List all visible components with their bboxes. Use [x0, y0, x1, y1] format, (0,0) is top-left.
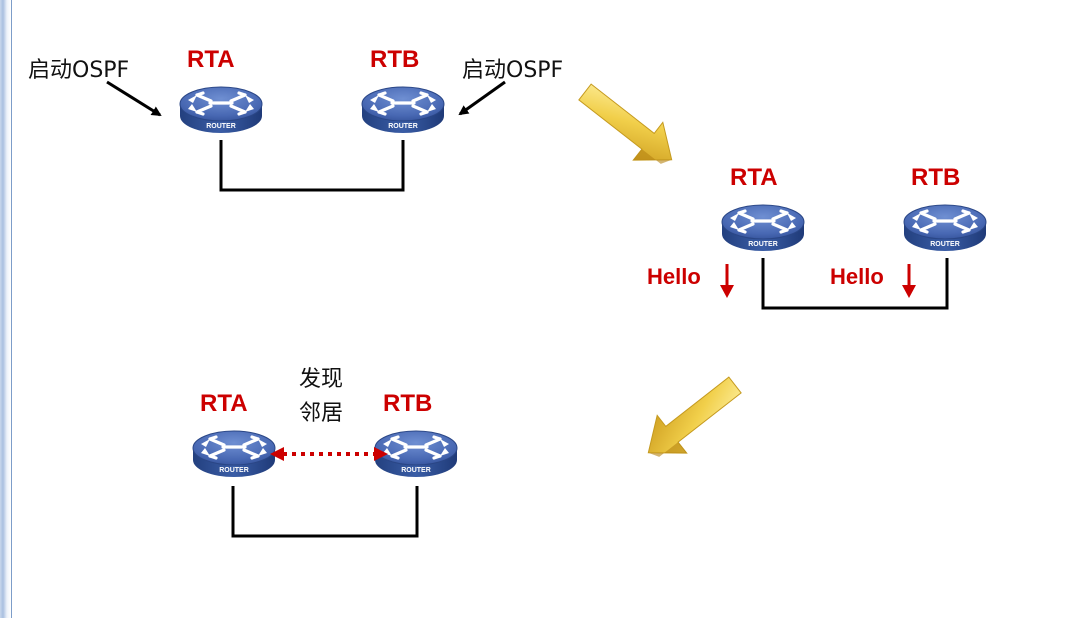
double-dotted-arrow-icon — [270, 447, 388, 461]
down-arrow-icon — [902, 264, 916, 298]
router-label-rta-1: RTA — [187, 46, 235, 73]
start-arrow-left-icon — [106, 80, 162, 117]
router-badge: ROUTER — [401, 467, 431, 474]
start-arrow-right-icon — [458, 80, 506, 116]
network-link-2 — [761, 258, 949, 310]
router-icon: ROUTER — [720, 203, 806, 253]
stage-start-ospf: 启动OSPF 启动OSPF RTA RTB ROUTER ROUTER — [28, 46, 563, 192]
start-ospf-label-right: 启动OSPF — [462, 58, 563, 83]
network-link-3 — [231, 486, 419, 538]
discover-label-line1: 发现 — [299, 367, 343, 392]
router-icon: ROUTER — [191, 429, 277, 479]
stage-hello: RTA RTB ROUTER ROUTER Hello Hello — [647, 164, 988, 310]
left-window-edge — [0, 0, 11, 618]
start-ospf-label-left: 启动OSPF — [28, 58, 129, 83]
router-icon: ROUTER — [902, 203, 988, 253]
router-label-rtb-2: RTB — [911, 164, 960, 191]
stage-discover-neighbor: 发现 邻居 RTA RTB ROUTER ROUTER — [191, 367, 459, 538]
router-label-rtb-1: RTB — [370, 46, 419, 73]
block-arrow-icon — [578, 83, 673, 164]
left-edge-line — [11, 0, 12, 618]
hello-label-rtb: Hello — [830, 264, 884, 289]
router-badge: ROUTER — [219, 467, 249, 474]
router-icon: ROUTER — [178, 85, 264, 135]
router-label-rta-2: RTA — [730, 164, 778, 191]
down-arrow-icon — [720, 264, 734, 298]
block-arrow-icon — [647, 376, 742, 457]
router-badge: ROUTER — [388, 123, 418, 130]
router-badge: ROUTER — [748, 241, 778, 248]
network-link-1 — [219, 140, 405, 192]
router-icon: ROUTER — [360, 85, 446, 135]
router-label-rta-3: RTA — [200, 390, 248, 417]
discover-label-line2: 邻居 — [299, 401, 343, 426]
hello-label-rta: Hello — [647, 264, 701, 289]
router-badge: ROUTER — [930, 241, 960, 248]
router-label-rtb-3: RTB — [383, 390, 432, 417]
router-badge: ROUTER — [206, 123, 236, 130]
router-icon: ROUTER — [373, 429, 459, 479]
